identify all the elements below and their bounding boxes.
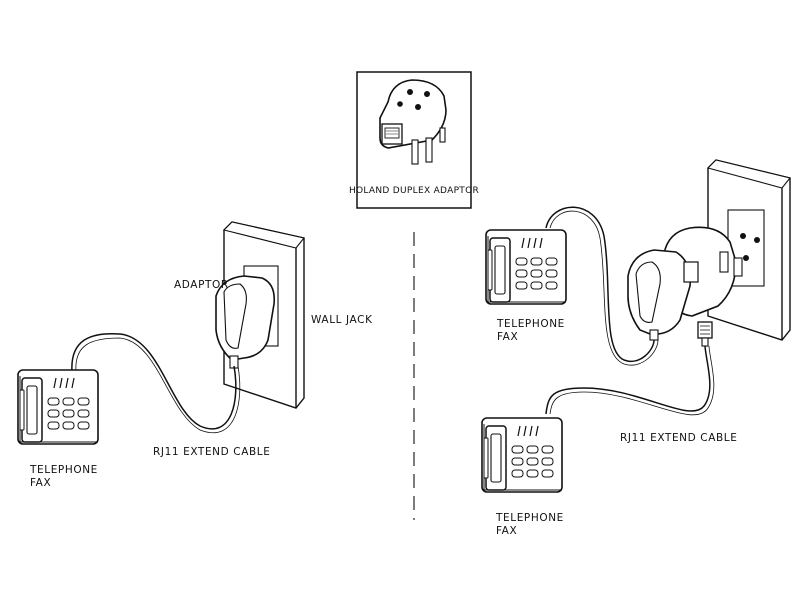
cable-right-bottom	[545, 345, 711, 415]
adaptor-left	[215, 275, 276, 369]
telephone-icon-left	[17, 369, 99, 445]
cable-right-top	[545, 206, 655, 363]
device-label-right-bottom-1: TELEPHONE	[495, 512, 564, 524]
duplex-adaptor-right	[627, 226, 743, 341]
cable-label-left: RJ11 EXTEND CABLE	[153, 446, 270, 458]
telephone-icon-right-bottom	[481, 417, 563, 493]
rj11-plug-icon	[697, 321, 713, 347]
right-setup: TELEPHONE FAX RJ11 EXTEND CABLE TELEPHON…	[481, 159, 791, 537]
device-label-right-bottom-2: FAX	[496, 525, 517, 537]
left-setup: ADAPTOR WALL JACK RJ11 EXTEND CABLE TELE…	[17, 221, 373, 489]
device-label-right-top-1: TELEPHONE	[496, 318, 565, 330]
device-label-left-1: TELEPHONE	[29, 464, 98, 476]
inset-caption: HOLAND DUPLEX ADAPTOR	[349, 186, 479, 196]
cable-left	[71, 332, 237, 430]
device-label-right-top-2: FAX	[497, 331, 518, 343]
duplex-adaptor-icon	[379, 79, 447, 165]
telephone-icon-right-top	[485, 229, 567, 305]
inset-panel: HOLAND DUPLEX ADAPTOR	[349, 71, 479, 209]
cable-label-right: RJ11 EXTEND CABLE	[620, 432, 737, 444]
adaptor-label: ADAPTOR	[174, 279, 229, 291]
wall-jack-label: WALL JACK	[311, 314, 373, 326]
device-label-left-2: FAX	[30, 477, 51, 489]
